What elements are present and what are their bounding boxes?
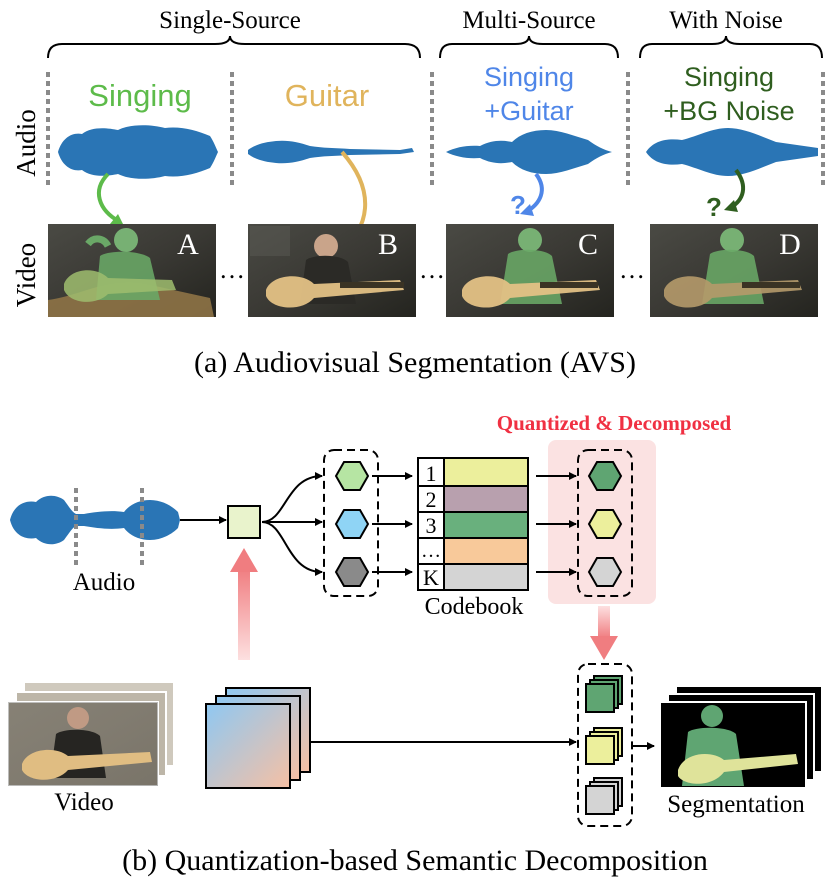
- group-multi-source-label: Multi-Source: [462, 7, 595, 34]
- video-frame-b: [248, 224, 416, 317]
- waveform-singing: [58, 125, 218, 179]
- brace-single-source: [47, 35, 421, 59]
- audio-feature-square: [227, 505, 261, 539]
- brace-multi-source: [439, 35, 619, 59]
- frame-ellipsis-3: …: [619, 255, 645, 284]
- query-hexagon-blue: [334, 509, 370, 539]
- caption-b: (b) Quantization-based Semantic Decompos…: [122, 844, 708, 877]
- video-frame-b-label: B: [378, 228, 398, 261]
- frame-ellipsis-2: …: [419, 255, 445, 284]
- caption-a: (a) Audiovisual Segmentation (AVS): [194, 346, 636, 379]
- question-mark-noise: ?: [706, 192, 722, 222]
- arrow-branch-top: [261, 472, 323, 523]
- query-hexagon-green: [334, 461, 370, 491]
- arrowhead-noise: [724, 200, 738, 212]
- arrow-branch-bottom: [261, 521, 323, 576]
- video-label: Video: [54, 789, 114, 816]
- codebook-index-k: K: [423, 565, 439, 590]
- pink-arrow-up-head: [230, 548, 258, 572]
- group-single-source-label: Single-Source: [159, 7, 301, 34]
- group-with-noise-label: With Noise: [669, 7, 783, 34]
- brace-with-noise: [639, 35, 823, 59]
- query-group-box: [323, 449, 379, 597]
- mask-stack-gray: [585, 777, 623, 815]
- sound-label-noise-1: Singing: [684, 62, 774, 92]
- sound-label-multi-2: +Guitar: [484, 96, 573, 126]
- sound-label-singing: Singing: [88, 78, 191, 113]
- sound-label-multi-1: Singing: [484, 62, 574, 92]
- mask-stack-yellow: [585, 727, 623, 765]
- video-frame-d-label: D: [779, 228, 801, 261]
- video-stack: [7, 681, 175, 787]
- codebook-table: [417, 457, 529, 591]
- quantized-group-box: [577, 449, 633, 597]
- arrowhead-singing: [110, 214, 124, 226]
- quantized-hexagon-yellow: [587, 509, 623, 539]
- dotted-separators: [46, 72, 825, 188]
- waveforms: [58, 125, 818, 179]
- video-frame-c-label: C: [578, 228, 598, 261]
- waveform-multi: [446, 130, 612, 174]
- codebook-label: Codebook: [425, 594, 524, 620]
- video-frame-a: [48, 224, 216, 317]
- pink-arrow-up-shaft: [238, 568, 250, 660]
- codebook-index-1: 1: [426, 461, 437, 486]
- pink-arrow-down-shaft: [598, 606, 610, 638]
- frame-ellipsis-1: …: [219, 255, 245, 284]
- quantized-hexagon-green: [587, 461, 623, 491]
- quantized-hexagon-gray: [587, 557, 623, 587]
- row-label-audio: Audio: [11, 109, 41, 177]
- video-frame-c: [446, 224, 614, 317]
- waveform-guitar: [248, 140, 414, 164]
- mask-stack-green: [585, 675, 623, 713]
- video-frame-d: [650, 224, 818, 317]
- segmentation-output: [659, 685, 823, 789]
- arrow-singing-to-frame: [97, 172, 122, 224]
- codebook-index-2: 2: [426, 487, 437, 512]
- segmentation-label: Segmentation: [667, 791, 805, 818]
- video-frame-a-label: A: [177, 228, 199, 261]
- quantized-title: Quantized & Decomposed: [497, 411, 732, 435]
- waveform-noise: [646, 128, 818, 176]
- audio-waveform-bottom: [10, 495, 180, 545]
- codebook-index-3: 3: [426, 513, 437, 538]
- codebook-index-ellipsis: …: [421, 540, 441, 562]
- question-mark-multi: ?: [510, 190, 526, 220]
- sound-label-guitar: Guitar: [285, 78, 369, 113]
- visual-feature-stack: [205, 687, 311, 789]
- arrowhead-multi: [520, 204, 534, 216]
- audio-label: Audio: [73, 569, 136, 596]
- pink-arrow-down-head: [590, 636, 618, 660]
- sound-label-noise-2: +BG Noise: [663, 96, 794, 126]
- row-label-video: Video: [11, 243, 41, 307]
- query-hexagon-gray: [334, 557, 370, 587]
